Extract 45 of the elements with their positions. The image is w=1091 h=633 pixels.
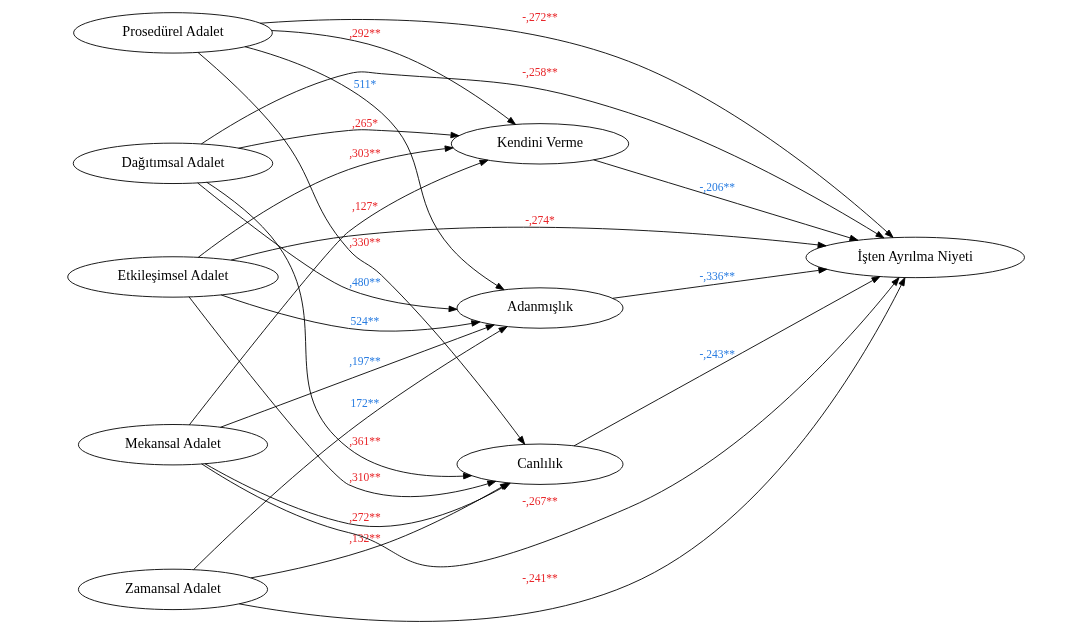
node-ellipse: Zamansal Adalet (77, 568, 268, 611)
edge-label: ,292** (348, 26, 381, 39)
arrow (230, 226, 826, 261)
edge-label: ,197** (348, 355, 381, 368)
arrow (205, 181, 472, 480)
edge-label: ,272** (348, 510, 381, 523)
arrow (197, 52, 525, 445)
edge-label: 511* (353, 78, 376, 91)
arrow (238, 277, 905, 622)
edge-label: -,267** (521, 494, 558, 507)
arrow (200, 71, 884, 239)
node-ellipse: Etkileşimsel Adalet (66, 256, 279, 298)
arrow (220, 294, 480, 332)
arrow (573, 276, 880, 447)
edge-label: ,480** (348, 276, 381, 289)
edge-label: ,361** (348, 435, 381, 448)
node-ellipse: Dağıtımsal Adalet (72, 142, 273, 184)
edge-label: -,243** (699, 348, 735, 361)
edge-label: ,310** (348, 471, 381, 484)
edge-label: 172** (350, 396, 379, 409)
edge-label: 524** (350, 315, 379, 328)
arrow (188, 296, 496, 498)
arrow (237, 129, 459, 149)
arrow (592, 159, 858, 242)
edge-label: -,258** (521, 65, 558, 78)
edge-label: ,303** (348, 147, 381, 160)
arrow (197, 145, 454, 258)
edge-label: ,330** (348, 236, 381, 249)
edge-label: -,336** (699, 269, 735, 282)
edge-label: ,265* (351, 117, 378, 130)
arrow (188, 159, 488, 426)
arrow (196, 182, 457, 313)
edge-label: ,127* (351, 199, 378, 212)
node-ellipse: Prosedürel Adalet (72, 12, 273, 54)
edge-label: -,241** (521, 571, 558, 584)
edge-label: -,274* (524, 214, 555, 227)
edge-label: -,272** (521, 10, 558, 23)
arrow (259, 19, 894, 238)
arrow (200, 277, 899, 568)
arrow (270, 30, 516, 125)
arrow (244, 46, 504, 291)
node-ellipse: Mekansal Adalet (77, 424, 268, 466)
arrow (219, 324, 495, 428)
arrow (611, 267, 827, 299)
edge-label: -,206** (699, 181, 735, 194)
